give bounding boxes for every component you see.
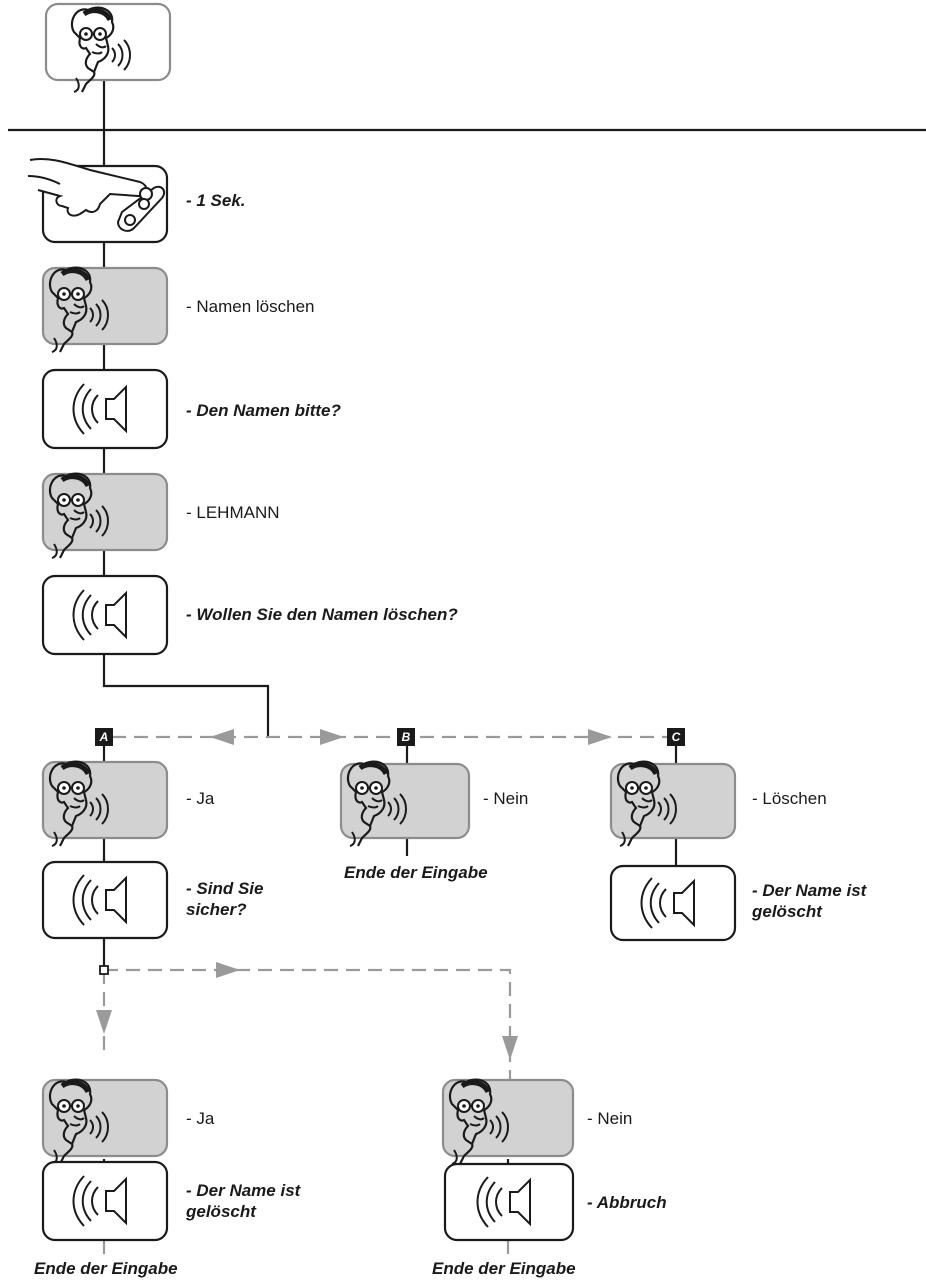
- finger-press-button-icon: [27, 158, 166, 232]
- confirm-delete-label: - Wollen Sie den Namen löschen?: [186, 605, 458, 624]
- speak-box-c-delete: [609, 762, 737, 840]
- speak-box-name: [41, 472, 169, 552]
- sub-no-end: Ende der Eingabe: [432, 1259, 576, 1278]
- speak-box-sub-no: [441, 1078, 575, 1158]
- ask-name-label: - Den Namen bitte?: [186, 401, 341, 420]
- sub-no-answer: - Nein: [587, 1109, 633, 1128]
- say-delete-label: - Namen löschen: [186, 297, 315, 316]
- branch-a-answer: - Ja: [186, 789, 215, 808]
- sub-no-result: - Abbruch: [587, 1193, 667, 1212]
- branch-b-end: Ende der Eingabe: [344, 863, 488, 882]
- branch-b-answer: - Nein: [483, 789, 529, 808]
- sub-yes-answer: - Ja: [186, 1109, 215, 1128]
- branch-c-answer: - Löschen: [752, 789, 827, 808]
- speak-box-sub-yes: [41, 1078, 169, 1158]
- solid-connectors: [102, 80, 678, 1179]
- speak-box-a-yes: [41, 760, 169, 840]
- branch-marker-b: B: [397, 728, 415, 746]
- branch-c-result: - Der Name ist gelöscht: [752, 881, 867, 921]
- branch-marker-a: A: [95, 728, 113, 746]
- sub-yes-result: - Der Name ist gelöscht: [186, 1181, 301, 1221]
- speak-box-delete: [41, 266, 169, 346]
- branch-a-prompt: - Sind Sie sicher?: [186, 879, 264, 919]
- branch-marker-c: C: [667, 728, 685, 746]
- press-time-label: - 1 Sek.: [186, 191, 246, 210]
- sub-yes-end: Ende der Eingabe: [34, 1259, 178, 1278]
- say-name-label: - LEHMANN: [186, 503, 280, 522]
- junction-point: [99, 965, 109, 975]
- arrowheads: [96, 729, 612, 1060]
